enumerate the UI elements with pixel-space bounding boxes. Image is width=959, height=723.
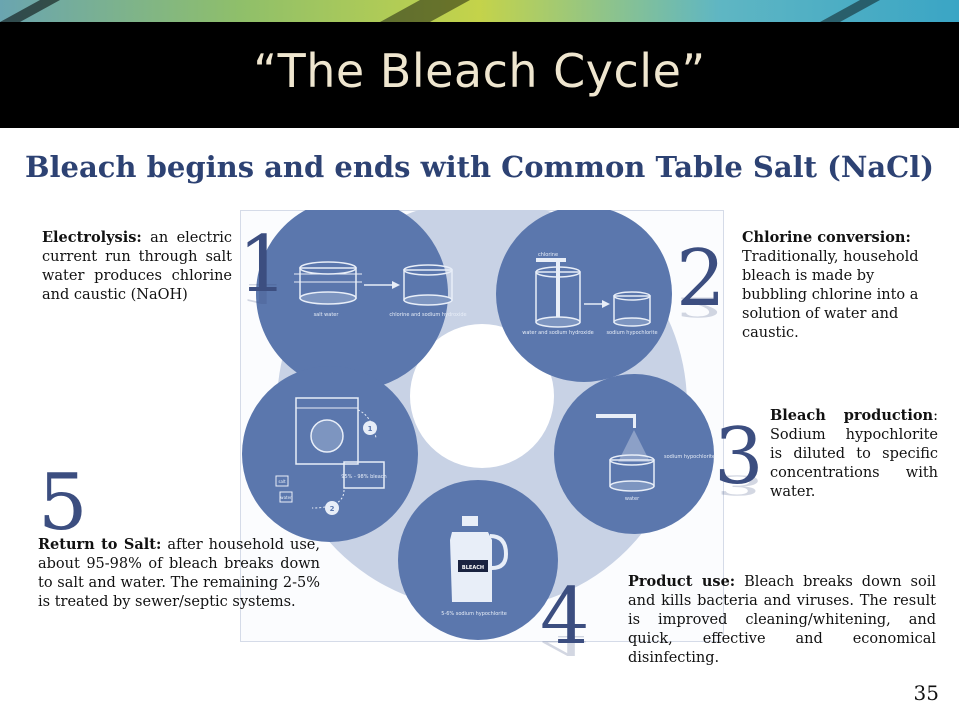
svg-text:5-6% sodium hypochlorite: 5-6% sodium hypochlorite [441,611,507,617]
bleach-cycle-diagram: salt water chlorine and sodium hydroxide… [240,198,724,642]
svg-text:water and sodium hydroxide: water and sodium hydroxide [522,330,593,336]
header-accent-stripe [0,0,959,22]
step-2-heading: Chlorine conversion: [742,229,911,246]
step-2-number-reflection: 2 [676,290,726,323]
step-2-illustration: chlorine water and sodium hydroxide sodi… [496,206,672,382]
svg-text:salt: salt [278,479,286,484]
header-band: “The Bleach Cycle” [0,0,959,128]
step-5-body: after household use, about 95-98% of ble… [38,537,320,610]
step-1-number: 1 [238,220,288,310]
slide-title: “The Bleach Cycle” [253,44,706,98]
svg-text:chlorine: chlorine [538,252,558,258]
svg-text:95% - 98% bleach: 95% - 98% bleach [341,474,386,480]
step-5-number: 5 [38,458,88,548]
step-3-description: Bleach production: Sodium hypochlorite i… [770,406,938,502]
step-1-body: an electric current run through salt wat… [42,230,233,303]
svg-text:chlorine and sodium hydroxide: chlorine and sodium hydroxide [389,312,466,318]
step-2-number: 2 [676,234,726,324]
svg-text:BLEACH: BLEACH [462,565,484,571]
step-5-heading: Return to Salt: [38,536,162,553]
step-1-illustration: salt water chlorine and sodium hydroxide [256,198,467,390]
step-4-illustration: BLEACH 5-6% sodium hypochlorite [398,480,558,640]
cycle-center-hole [410,324,554,468]
svg-text:1: 1 [368,425,373,433]
step-2-body: Traditionally, household bleach is made … [742,249,919,341]
step-5-illustration: 1 95% - 98% bleach 2 salt water [242,366,418,542]
step-4-description: Product use: Bleach breaks down soil and… [628,572,936,668]
step-2-description: Chlorine conversion: Traditionally, hous… [742,228,932,343]
step-1-heading: Electrolysis: [42,229,142,246]
step-3-illustration: sodium hypochlorite water [554,374,715,534]
svg-text:salt water: salt water [314,312,340,318]
svg-text:water: water [280,495,292,500]
page-number: 35 [913,681,939,705]
step-4-heading: Product use: [628,573,736,590]
svg-text:water: water [625,496,640,502]
step-1-description: Electrolysis: an electric current run th… [42,228,232,305]
step-3-number-reflection: 3 [714,468,764,501]
step-4-number: 4 [540,572,590,662]
step-3-number: 3 [714,412,764,502]
step-3-body: : Sodium hypochlorite is diluted to spec… [770,408,938,500]
slide-subtitle: Bleach begins and ends with Common Table… [24,150,934,184]
svg-text:sodium hypochlorite: sodium hypochlorite [606,330,657,336]
step-4-body: Bleach breaks down soil and kills bacter… [628,574,936,666]
step-4-number-reflection: 4 [540,628,590,661]
svg-text:2: 2 [330,505,335,513]
step-1-number-reflection: 1 [238,276,288,309]
svg-text:sodium hypochlorite: sodium hypochlorite [664,454,715,460]
step-5-description: Return to Salt: after household use, abo… [38,535,320,612]
step-3-heading: Bleach production [770,407,934,424]
cycle-graphic: salt water chlorine and sodium hydroxide… [240,198,724,642]
